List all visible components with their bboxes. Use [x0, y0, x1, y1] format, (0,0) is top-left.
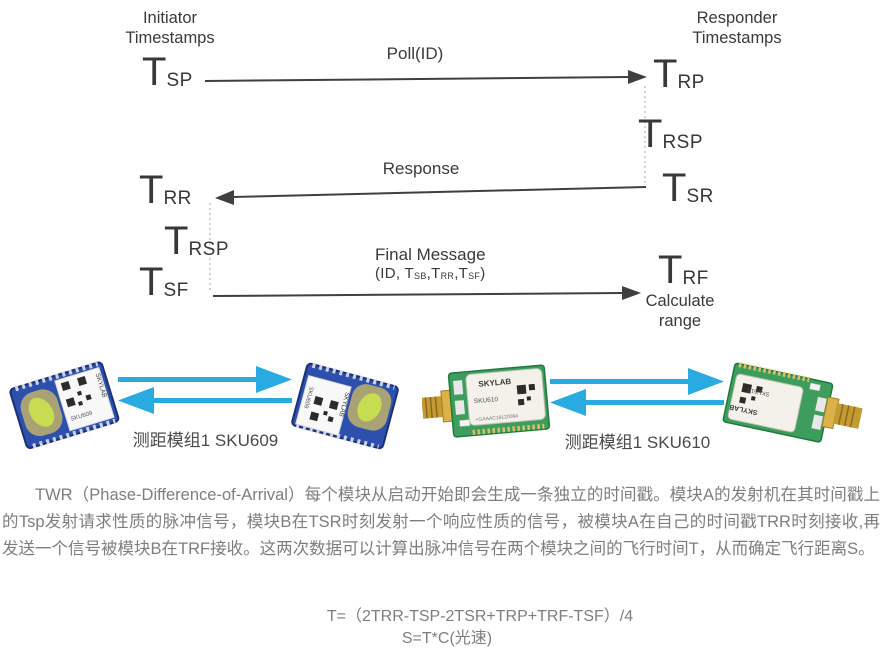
- module-photo-sku609-b: SKYLAB SKU609: [291, 362, 399, 450]
- arrow-right-head-icon: [256, 366, 292, 393]
- sku-text: SKU610: [474, 396, 499, 405]
- arrow-right-shaft: [550, 379, 690, 384]
- pin-row-bottom: [295, 422, 380, 450]
- arrow-left-shaft: [152, 398, 292, 403]
- qr-code: [516, 383, 536, 406]
- timestamp-tsr: TSR: [662, 166, 714, 218]
- timestamp-trp: TRP: [653, 52, 705, 104]
- final-message-line2: (ID, TSB,TRR,TSF): [375, 265, 565, 282]
- code-text: +GAAAC19120084: [475, 413, 518, 423]
- pin-row-top: [311, 362, 396, 390]
- timestamp-trr: TRR: [139, 168, 192, 220]
- trf-sub: RF: [682, 268, 709, 289]
- fm-t3: ,T: [454, 265, 469, 282]
- timestamp-tsp: TSP: [142, 50, 193, 102]
- tsp-main: T: [142, 50, 167, 94]
- wireless-link-arrows-2: [550, 368, 724, 416]
- fm-sub2: RR: [440, 271, 455, 281]
- response-arrowhead-icon: [215, 190, 234, 205]
- tsf-sub: SF: [163, 280, 189, 301]
- arrow-left-shaft: [584, 400, 724, 405]
- component: [809, 382, 821, 392]
- module-photo-sku610-b: SKYLAB SKU610: [722, 362, 863, 443]
- sma-connector: [422, 389, 455, 423]
- pin-row-top: [14, 361, 99, 392]
- tsr-main: T: [662, 166, 687, 210]
- final-arrowhead-icon: [622, 286, 641, 300]
- poll-arrow-line: [204, 76, 630, 82]
- trr-main: T: [139, 168, 164, 212]
- initiator-header: Initiator Timestamps: [125, 9, 215, 47]
- poll-message-label: Poll(ID): [386, 44, 444, 63]
- timestamp-trf: TRF: [658, 248, 709, 300]
- pin-row-top: [738, 362, 810, 383]
- fm-sub1: SB: [414, 271, 427, 281]
- antenna-element: [357, 393, 382, 422]
- component: [454, 400, 465, 415]
- qr-code: [309, 396, 339, 423]
- formula-block: T=（2TRR-TSP-2TSR+TRP+TRF-TSF）/4 S=T*C(光速…: [0, 606, 882, 650]
- qr-code: [739, 382, 763, 404]
- module-photo-sku609-a: SKYLAB SKU609: [9, 361, 120, 449]
- trr-sub: RR: [163, 188, 192, 209]
- arrow-right-shaft: [118, 377, 258, 382]
- label-sticker: [295, 374, 352, 436]
- fm-t2: ,T: [426, 265, 441, 282]
- trsp-r-main: T: [638, 112, 663, 156]
- qr-code: [60, 376, 92, 408]
- final-message-label: Final Message (ID, TSB,TRR,TSF): [375, 245, 565, 282]
- formula-time: T=（2TRR-TSP-2TSR+TRP+TRF-TSF）/4: [326, 608, 634, 625]
- formula-distance: S=T*C(光速): [401, 630, 493, 647]
- timestamp-trsp-initiator: TRSP: [164, 219, 229, 271]
- sequence-diagram-canvas: [204, 70, 647, 300]
- component: [459, 419, 471, 427]
- module-photo-sku610-a: SKYLAB SKU610 +GAAAC19120084: [422, 364, 551, 438]
- label-sticker: [54, 366, 115, 432]
- timestamp-trsp-responder: TRSP: [638, 112, 703, 164]
- trp-main: T: [653, 52, 678, 96]
- calculate-range-label: Calculate range: [645, 292, 715, 330]
- pin-row-bottom: [32, 418, 116, 449]
- component: [815, 396, 827, 413]
- fm-sub3: SF: [468, 271, 481, 281]
- sma-connector: [821, 396, 863, 430]
- response-arrow-line: [231, 186, 647, 198]
- arrow-right-head-icon: [688, 368, 724, 395]
- sku-text: SKU610: [746, 386, 770, 397]
- response-message-label: Response: [382, 159, 460, 178]
- trf-main: T: [658, 248, 683, 292]
- sku-text: SKU609: [302, 386, 314, 410]
- fm-t4: ): [480, 265, 486, 282]
- module-pair1-label: 测距模组1 SKU609: [132, 431, 279, 450]
- tsp-sub: SP: [166, 70, 193, 91]
- arrow-left-head-icon: [550, 389, 586, 416]
- brand-text: SKYLAB: [478, 377, 512, 389]
- trp-sub: RP: [677, 72, 705, 93]
- rf-shield: [465, 368, 546, 426]
- trsp-r-sub: RSP: [662, 132, 704, 153]
- poll-arrowhead-icon: [628, 70, 647, 84]
- tsr-sub: SR: [686, 186, 714, 207]
- component: [453, 380, 464, 395]
- module-pair2-label: 测距模组1 SKU610: [564, 433, 711, 452]
- fm-t1: (ID, T: [375, 265, 415, 282]
- arrow-left-head-icon: [118, 387, 154, 414]
- component: [811, 414, 824, 431]
- tsf-main: T: [139, 260, 164, 304]
- final-message-line1: Final Message: [375, 245, 486, 264]
- trsp-l-sub: RSP: [188, 239, 230, 260]
- responder-header: Responder Timestamps: [692, 9, 782, 47]
- trsp-l-main: T: [164, 219, 189, 263]
- wireless-link-arrows-1: [118, 366, 292, 414]
- timestamp-tsf: TSF: [139, 260, 189, 312]
- twr-description-paragraph: TWR（Phase-Difference-of-Arrival）每个模块从启动开…: [2, 486, 880, 558]
- antenna-element: [28, 397, 55, 427]
- final-arrow-line: [212, 292, 624, 297]
